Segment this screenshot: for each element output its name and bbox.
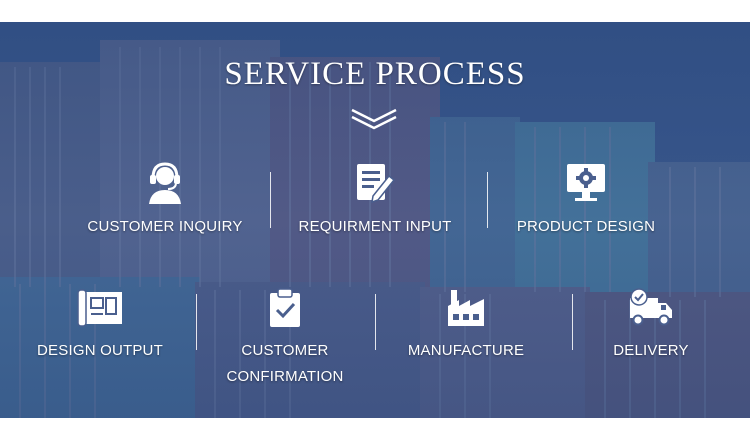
step-divider (196, 294, 197, 350)
factory-icon (448, 290, 484, 326)
blue-overlay (0, 22, 750, 418)
step-divider (270, 172, 271, 228)
step-label-line2: CONFIRMATION (226, 368, 344, 385)
step-label-line1: CUSTOMER (241, 342, 329, 359)
step-design-output: DESIGN OUTPUT (22, 288, 178, 364)
step-divider (572, 294, 573, 350)
step-requirment-input: REQUIRMENT INPUT (292, 162, 458, 240)
blueprint-icon (77, 289, 122, 327)
step-label: PRODUCT DESIGN (516, 218, 656, 235)
step-divider (375, 294, 376, 350)
document-edit-icon (357, 164, 395, 204)
step-label: DESIGN OUTPUT (37, 342, 163, 359)
headset-support-icon (149, 162, 181, 204)
step-label: DELIVERY (613, 342, 689, 359)
service-process-banner: SERVICE PROCESS CUSTOMER INQUIRY REQUIRM… (0, 22, 750, 418)
step-label: MANUFACTURE (407, 342, 525, 359)
clipboard-check-icon (270, 288, 300, 327)
chevron-down-icon (351, 108, 397, 130)
step-customer-confirmation: CUSTOMER CONFIRMATION (212, 288, 358, 390)
delivery-truck-icon (630, 288, 672, 326)
step-customer-inquiry: CUSTOMER INQUIRY (82, 162, 248, 240)
step-label: CUSTOMER INQUIRY (87, 218, 243, 235)
section-title: SERVICE PROCESS (224, 56, 526, 92)
step-manufacture: MANUFACTURE (393, 288, 539, 364)
step-label: REQUIRMENT INPUT (298, 218, 452, 235)
shipping-containers-background (0, 22, 750, 418)
step-product-design: PRODUCT DESIGN (503, 162, 669, 240)
step-delivery: DELIVERY (588, 288, 714, 364)
monitor-gear-icon (567, 164, 605, 201)
step-divider (487, 172, 488, 228)
